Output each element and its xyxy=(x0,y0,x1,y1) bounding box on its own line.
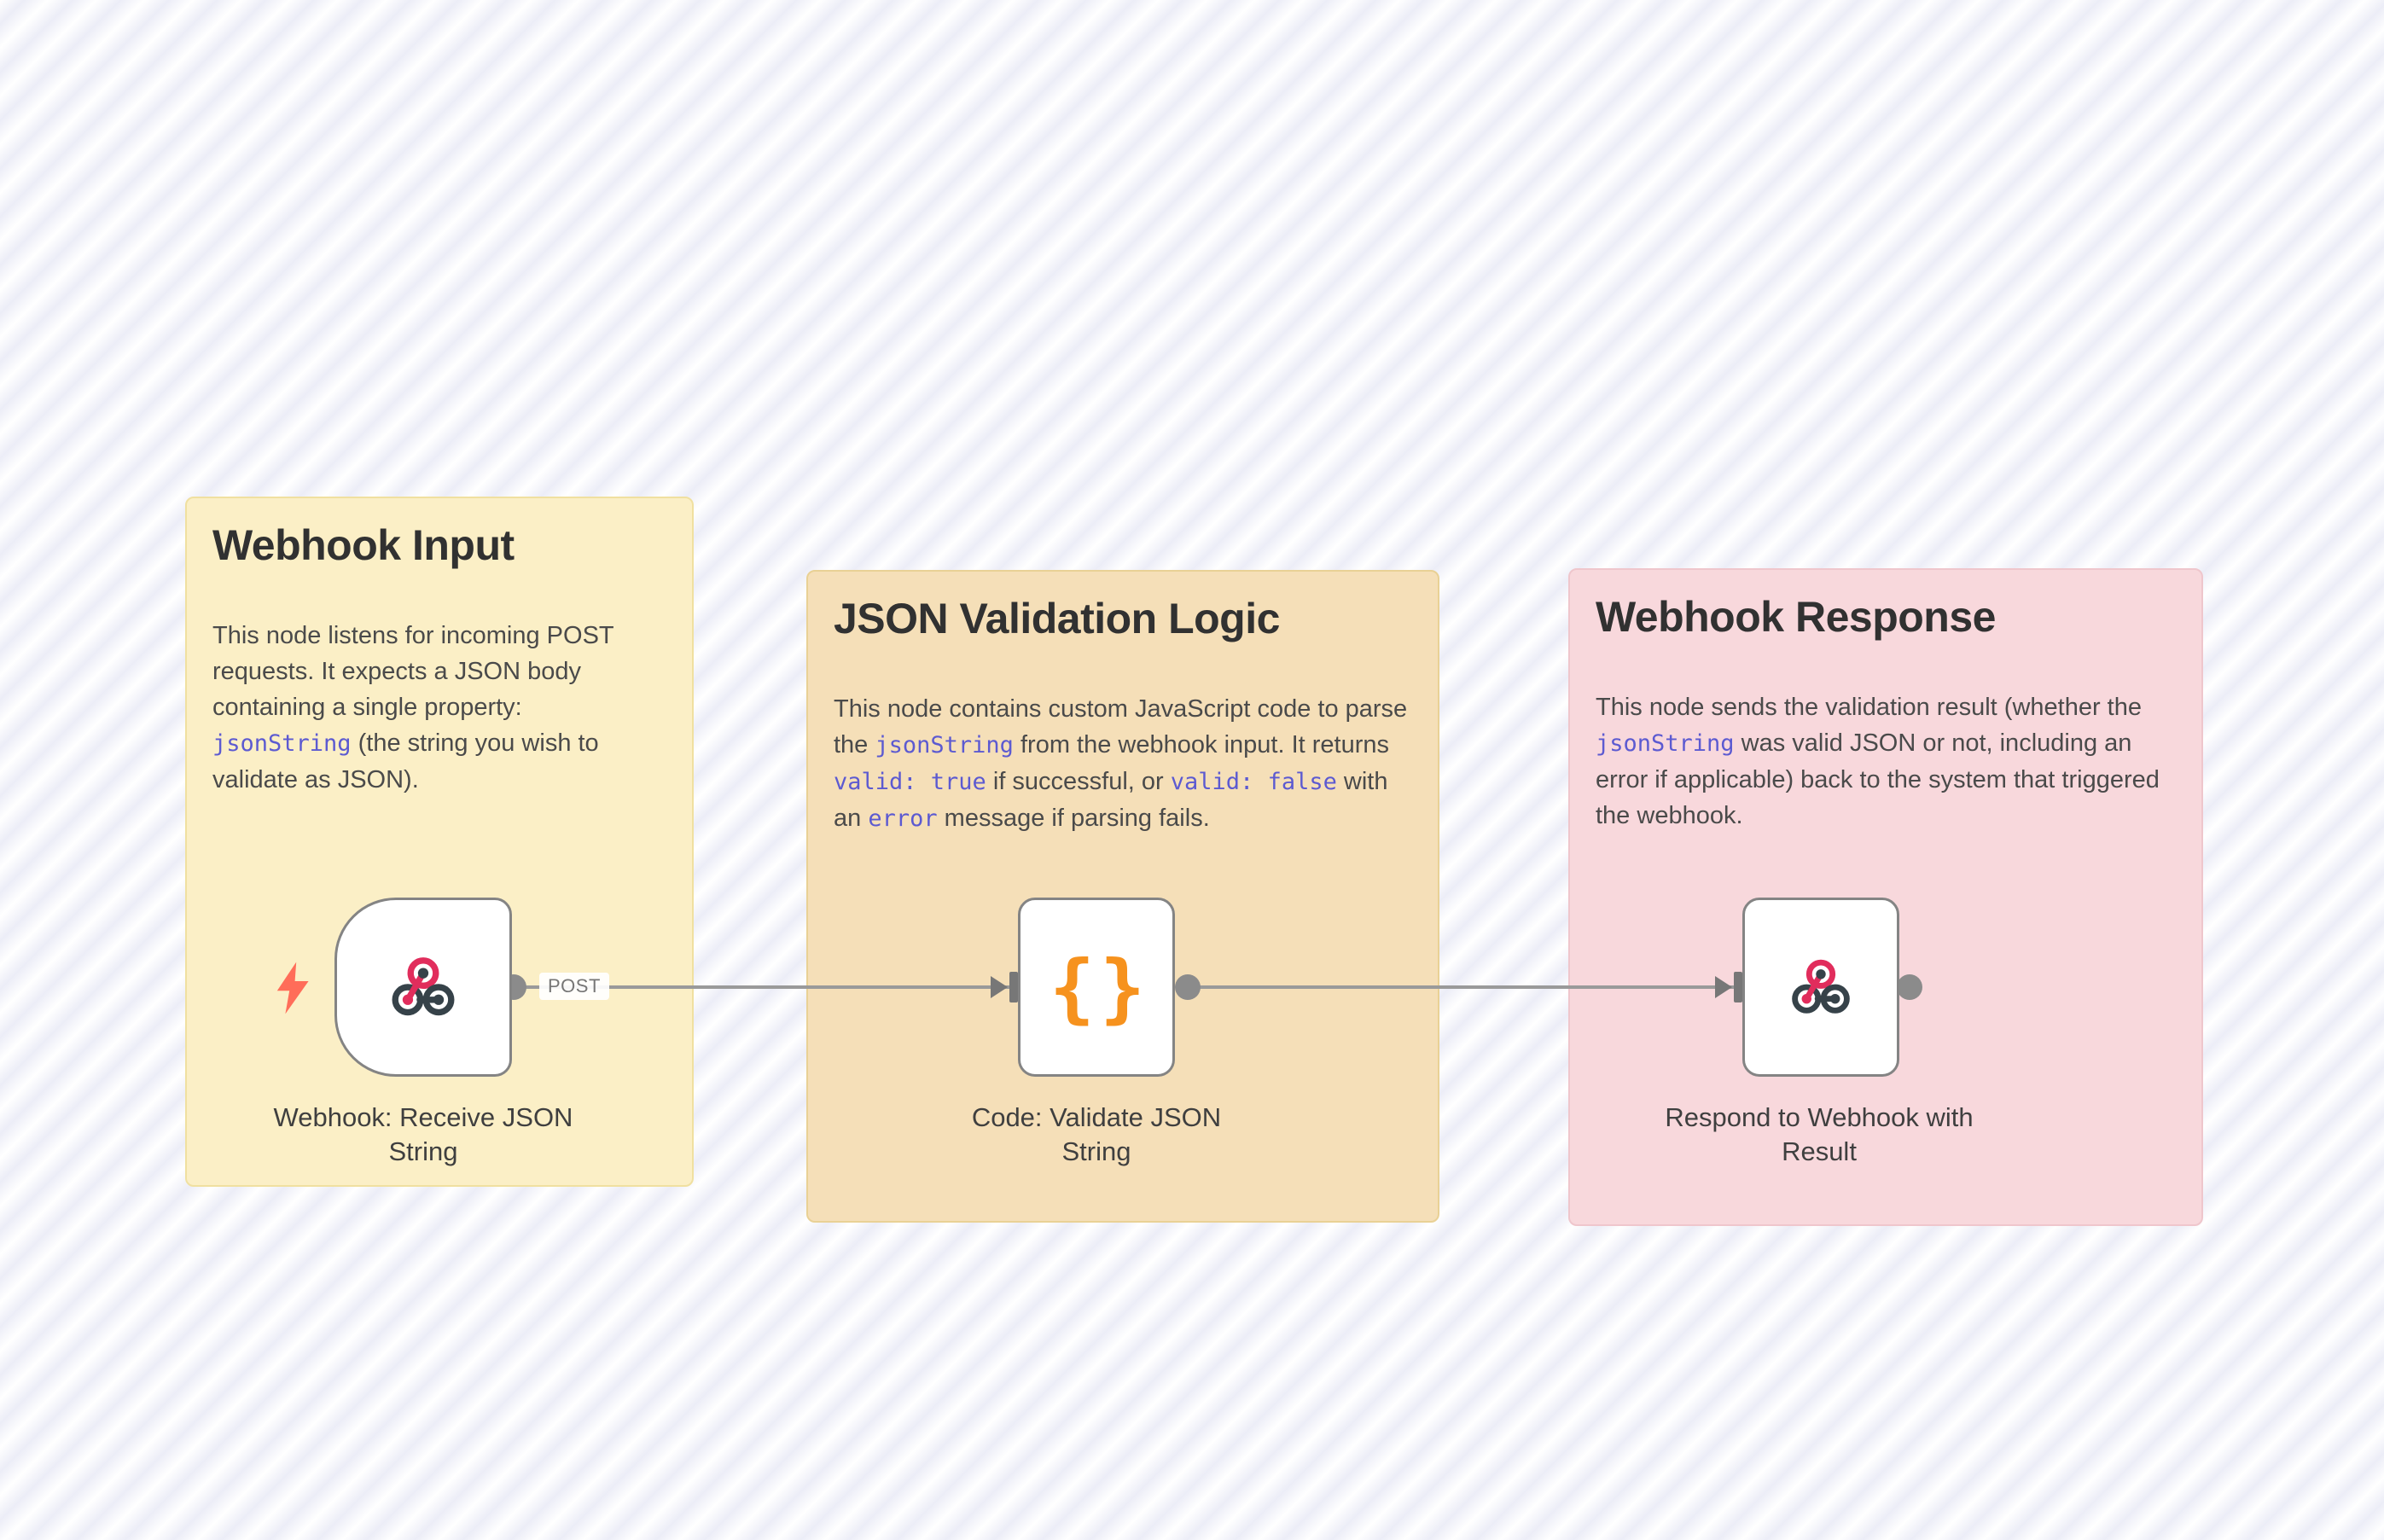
input-connector[interactable] xyxy=(990,970,1019,1004)
inline-code: error xyxy=(868,805,938,832)
input-connector[interactable] xyxy=(1714,970,1743,1004)
body-text: with an xyxy=(834,768,1388,832)
body-text: was valid JSON or not, including an erro… xyxy=(1596,729,2160,829)
body-text: from the webhook input. It returns xyxy=(1013,731,1389,758)
webhook-icon xyxy=(1792,959,1850,1014)
inline-code: valid: true xyxy=(834,769,986,795)
body-text: This node sends the validation result (w… xyxy=(1596,694,2142,721)
connection-code-to-respond[interactable] xyxy=(1188,985,1742,989)
inline-code: valid: false xyxy=(1170,769,1337,795)
note-body: This node sends the validation result (w… xyxy=(1596,689,2176,834)
code-braces-icon: {} xyxy=(1050,943,1150,1032)
connection-webhook-to-code[interactable] xyxy=(512,985,1018,989)
body-text: (the string you wish to validate as JSON… xyxy=(212,729,599,793)
output-connector[interactable] xyxy=(1897,974,1922,1000)
output-connector[interactable] xyxy=(1175,974,1201,1000)
node-label-respond: Respond to Webhook with Result xyxy=(1665,1102,1974,1166)
trigger-bolt-icon xyxy=(276,962,309,1014)
webhook-icon xyxy=(392,957,455,1016)
body-text: message if parsing fails. xyxy=(937,805,1210,832)
body-text: This node contains custom JavaScript cod… xyxy=(834,695,1408,758)
webhook-method-label: POST xyxy=(539,973,609,1000)
node-label-code: Code: Validate JSON String xyxy=(971,1102,1222,1166)
note-body: This node contains custom JavaScript cod… xyxy=(834,691,1412,837)
sticky-note-webhook-input[interactable]: Webhook Input This node listens for inco… xyxy=(185,497,694,1187)
body-text: if successful, or xyxy=(986,768,1171,795)
sticky-note-json-validation[interactable]: JSON Validation Logic This node contains… xyxy=(806,570,1439,1223)
inline-code: jsonString xyxy=(1596,730,1735,757)
body-text: This node listens for incoming POST requ… xyxy=(212,622,614,721)
node-code[interactable]: {} xyxy=(1018,898,1175,1077)
inline-code: jsonString xyxy=(875,732,1014,758)
inline-code: jsonString xyxy=(212,730,352,757)
node-label-webhook: Webhook: Receive JSON String xyxy=(273,1102,573,1166)
node-webhook-trigger[interactable] xyxy=(334,898,512,1077)
note-title: Webhook Input xyxy=(212,521,515,569)
note-title: Webhook Response xyxy=(1596,593,1996,641)
note-title: JSON Validation Logic xyxy=(834,595,1280,642)
note-body: This node listens for incoming POST requ… xyxy=(212,618,666,798)
node-respond-webhook[interactable] xyxy=(1742,898,1899,1077)
sticky-note-webhook-response[interactable]: Webhook Response This node sends the val… xyxy=(1568,568,2203,1226)
